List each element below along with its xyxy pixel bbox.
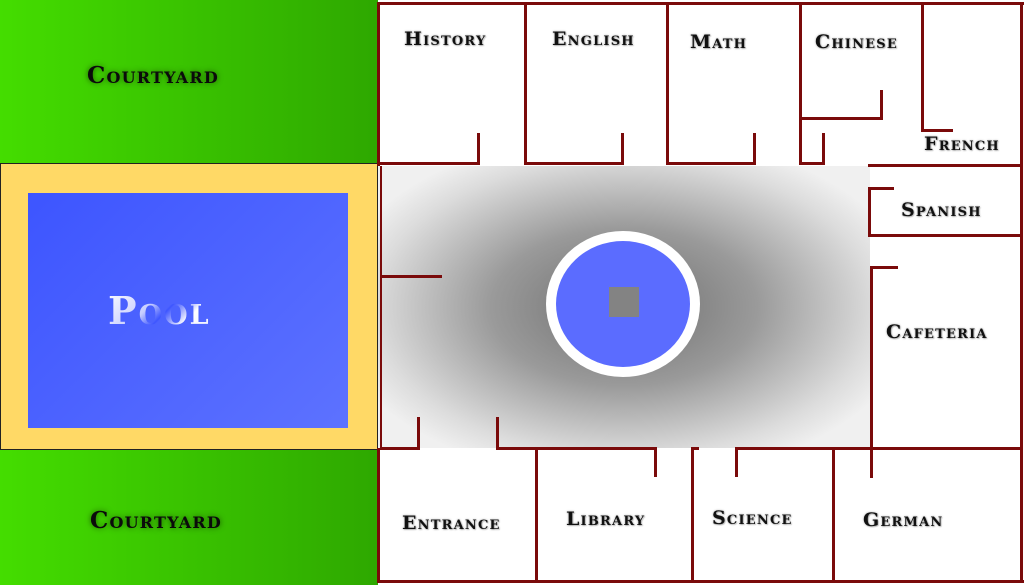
wall-chinese-french (921, 2, 924, 132)
room-library-label: Library (566, 508, 646, 530)
wall-outer-top (377, 2, 1024, 5)
wall-outer-left-top (377, 2, 380, 166)
wall-spanish-left (868, 187, 871, 237)
wall-outer-right (1020, 2, 1023, 583)
wall-cafeteria-bottom (833, 447, 1023, 450)
wall-science-german (832, 447, 835, 583)
room-math-label: Math (690, 31, 748, 53)
wall-library-top (496, 447, 657, 450)
wall-history-bottom (380, 162, 480, 165)
wall-library-door-right (654, 447, 657, 477)
wall-outer-left-mid (380, 166, 382, 450)
wall-science-door-stub (735, 447, 738, 477)
wall-chinese-divider (880, 90, 883, 120)
courtyard-bottom-area (0, 450, 378, 585)
wall-cafeteria-left (870, 266, 873, 478)
wall-spanish-door-stub (868, 187, 894, 190)
wall-english-door-stub (621, 133, 624, 165)
wall-english-bottom (524, 162, 624, 165)
wall-chinese-lower (802, 117, 883, 120)
room-chinese-label: Chinese (815, 31, 898, 53)
wall-library-science (691, 447, 694, 583)
pool-water (28, 193, 348, 428)
wall-history-door-stub (477, 133, 480, 165)
wall-cafeteria-door-stub (870, 266, 898, 269)
wall-outer-bottom (377, 580, 1024, 583)
room-spanish-label: Spanish (901, 199, 982, 221)
wall-french-top (921, 129, 953, 132)
wall-french-bottom (868, 164, 1023, 167)
room-history-label: History (404, 28, 487, 50)
wall-science-top-right (735, 447, 835, 450)
room-french-label: French (924, 133, 1000, 155)
wall-entrance-library (535, 447, 538, 583)
room-science-label: Science (712, 507, 793, 529)
courtyard-top-area (0, 0, 378, 163)
wall-outer-left-bottom (377, 448, 380, 583)
room-german-label: German (863, 509, 944, 531)
wall-entrance-door-stub (417, 417, 420, 450)
courtyard-bottom-label: Courtyard (90, 507, 222, 534)
room-cafeteria-label: Cafeteria (886, 321, 988, 343)
room-entrance-label: Entrance (402, 512, 501, 534)
wall-entrance-top-left (380, 447, 420, 450)
wall-math-door-stub (753, 133, 756, 165)
wall-chinese-bottom-left (799, 162, 825, 165)
wall-spanish-bottom (868, 234, 1023, 237)
wall-library-door-stub (496, 417, 499, 450)
pool-label: Pool (108, 288, 211, 333)
wall-english-math (666, 2, 669, 165)
wall-history-english (524, 2, 527, 165)
wall-hall-left-stub (380, 275, 442, 278)
room-english-label: English (552, 28, 635, 50)
courtyard-top-label: Courtyard (87, 62, 219, 89)
wall-chinese-door-stub (822, 133, 825, 165)
wall-math-chinese (799, 2, 802, 165)
wall-science-top-left (691, 447, 699, 450)
wall-math-bottom (666, 162, 756, 165)
fountain-center (609, 287, 639, 317)
